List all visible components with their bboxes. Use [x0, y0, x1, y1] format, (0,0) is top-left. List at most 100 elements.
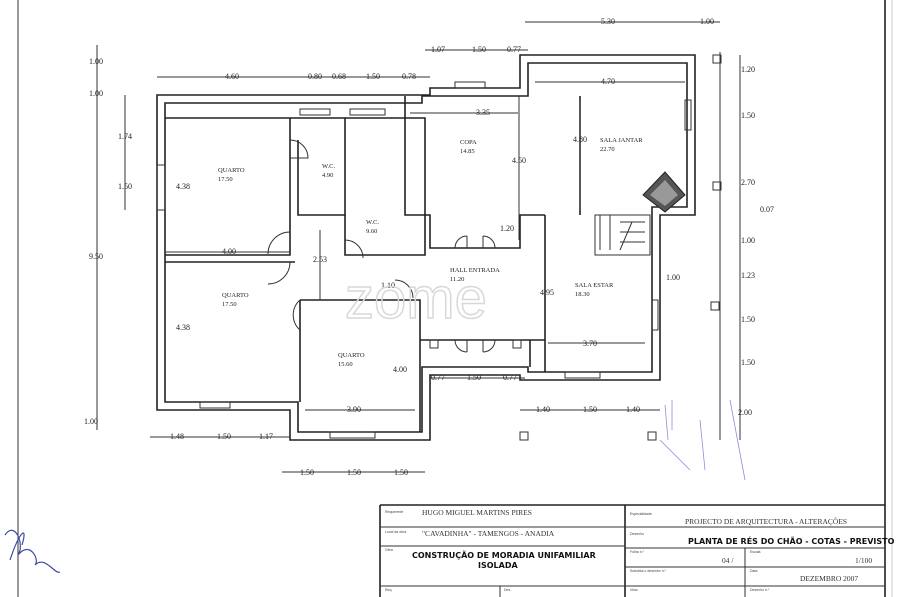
label-substitui: Substitui o desenho n.º [630, 569, 667, 573]
room-name: QUARTO [338, 352, 365, 359]
dimension-label: 4.50 [512, 156, 526, 165]
room-name: COPA [460, 139, 477, 146]
dimension-label: 1.74 [118, 132, 132, 141]
room-name: W.C. [366, 219, 379, 226]
room-area: 17.50 [222, 301, 237, 308]
pillars [429, 54, 722, 441]
label-local: Local da obra [385, 530, 406, 534]
escala: 1/100 [855, 556, 872, 565]
folha-number: 04 / [722, 556, 734, 565]
dimension-label: 1.00 [700, 17, 714, 26]
dimension-label: 0.77 [507, 45, 521, 54]
dimension-label: 1.48 [170, 432, 184, 441]
dimension-label: 1.50 [467, 373, 481, 382]
obra-line1: CONSTRUÇÃO DE MORADIA UNIFAMILIAR [412, 550, 596, 560]
room-name: W.C. [322, 163, 335, 170]
dimension-label: 5.30 [601, 17, 615, 26]
room-area: 18.30 [575, 291, 590, 298]
dimension-label: 2.00 [738, 408, 752, 417]
dimension-label: 1.07 [431, 45, 445, 54]
dimension-label: 1.20 [500, 224, 514, 233]
dimension-label: 1.40 [626, 405, 640, 414]
dimension-label: 0.77 [431, 373, 445, 382]
label-data: Data [750, 569, 757, 573]
dimension-label: 2.70 [741, 178, 755, 187]
room-area: 11.20 [450, 276, 464, 283]
dimension-labels: 5.30 1.00 1.07 1.50 0.77 4.60 0.80 0.68 … [84, 17, 774, 477]
label-req: Req. [385, 588, 392, 592]
dimension-label: 1.00 [84, 417, 98, 426]
dimension-label: 1.17 [259, 432, 273, 441]
label-requerente: Requerente [385, 510, 403, 514]
local-da-obra: "CAVADINHA" - TAMENGOS - ANADIA [422, 529, 555, 538]
dimension-label: 4.60 [225, 72, 239, 81]
dimension-label: 1.00 [741, 236, 755, 245]
obra-line2: ISOLADA [478, 561, 518, 570]
room-name: QUARTO [218, 167, 245, 174]
label-desenho: Desenho [630, 532, 644, 536]
dimension-label: 1.50 [347, 468, 361, 477]
room-name: SALA ESTAR [575, 282, 614, 289]
stamp-marks [659, 399, 746, 481]
dimension-label: 4.80 [573, 135, 587, 144]
exterior-wall-outer [156, 54, 696, 441]
room-name: HALL ENTRADA [450, 267, 500, 274]
interior-walls [165, 96, 581, 432]
dimension-label: 4.70 [601, 77, 615, 86]
dimension-label: 3.70 [583, 339, 597, 348]
label-desenho-n: Desenho n.º [750, 588, 770, 592]
especialidade: PROJECTO DE ARQUITECTURA - ALTERAÇÕES [685, 516, 847, 526]
label-escala: Escala [750, 550, 761, 554]
label-visto: Visto [630, 588, 638, 592]
exterior-wall-inner [164, 62, 688, 433]
dimension-label: 0.78 [402, 72, 416, 81]
dimension-label: 1.00 [89, 57, 103, 66]
label-obra: Obra [385, 548, 393, 552]
dimension-label: 9.50 [89, 252, 103, 261]
dimension-label: 1.50 [217, 432, 231, 441]
dimension-label: 1.50 [366, 72, 380, 81]
dimension-label: 1.50 [583, 405, 597, 414]
dimension-label: 1.50 [118, 182, 132, 191]
room-area: 14.85 [460, 148, 475, 155]
dimension-label: 1.40 [536, 405, 550, 414]
watermark: zome [345, 266, 487, 331]
dimension-label: 4.00 [222, 247, 236, 256]
dimension-label: 1.50 [300, 468, 314, 477]
room-area: 22.70 [600, 146, 615, 153]
dimension-label: 1.20 [741, 65, 755, 74]
dimension-label: 0.77 [503, 373, 517, 382]
dimension-label: 2.53 [313, 255, 327, 264]
desenho-title: PLANTA DE RÉS DO CHÃO - COTAS - PREVISTO [688, 535, 895, 546]
dimension-label: 1.50 [741, 111, 755, 120]
windows [156, 81, 692, 439]
data: DEZEMBRO 2007 [800, 574, 858, 583]
dimension-label: 1.23 [741, 271, 755, 280]
label-folha: Folha n.º [630, 550, 645, 554]
dimension-label: 1.50 [741, 358, 755, 367]
room-name: SALA JANTAR [600, 137, 643, 144]
dimension-label: 0.07 [760, 205, 774, 214]
dimension-label: 1.00 [89, 89, 103, 98]
dimension-label: 4.38 [176, 323, 190, 332]
requerente: HUGO MIGUEL MARTINS PIRES [422, 508, 532, 517]
room-name: QUARTO [222, 292, 249, 299]
dimension-label: 0.80 [308, 72, 322, 81]
dimension-lines [96, 21, 741, 473]
dimension-label: 4.95 [540, 288, 554, 297]
dimension-label: 0.68 [332, 72, 346, 81]
dimension-label: 1.50 [741, 315, 755, 324]
dimension-label: 1.00 [666, 273, 680, 282]
room-area: 15.60 [338, 361, 353, 368]
fireplace [642, 171, 686, 213]
dimension-label: 3.90 [347, 405, 361, 414]
label-des: Des. [504, 588, 511, 592]
room-labels: QUARTO 17.50 W.C. 4.90 W.C. 9.60 COPA 14… [218, 137, 643, 368]
dimension-label: 1.10 [381, 281, 395, 290]
title-block: Requerente HUGO MIGUEL MARTINS PIRES Loc… [379, 504, 895, 597]
staircase [594, 214, 651, 256]
room-area: 4.90 [322, 172, 333, 179]
dimension-label: 4.38 [176, 182, 190, 191]
doors [267, 139, 496, 353]
